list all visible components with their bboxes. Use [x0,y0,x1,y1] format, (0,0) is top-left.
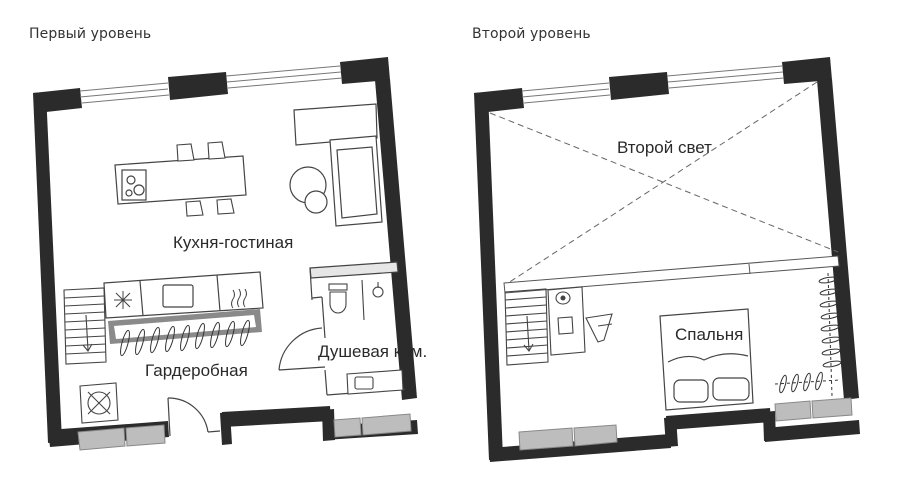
first-level-title: Первый уровень [29,26,152,42]
kitchen-counter [103,271,264,319]
second-level-plan: Второй свет [474,57,860,462]
study-desk [547,286,586,356]
wardrobe-rail [108,309,262,357]
second-light-label: Второй свет [617,138,712,157]
fridge-icon [114,291,132,309]
gallery-railing [503,255,840,294]
bedroom-wardrobe [774,272,842,397]
second-level-windows [521,65,785,104]
first-level-plan: Кухня-гостиная [33,57,427,451]
first-level-windows [79,65,343,104]
dining-table [114,155,247,205]
bathroom-door [278,327,326,371]
bedroom-label: Спальня [675,325,743,344]
shower-sink-icon [361,279,384,321]
sofa [293,103,383,227]
coffee-table [289,166,328,214]
wardrobe-room-label: Гардеробная [145,361,248,380]
second-level-walls [474,57,860,462]
bathroom-vanity [346,369,404,395]
first-level-stairs [63,287,107,365]
entrance-door [167,397,221,437]
oven-icon [231,288,247,309]
desk-lamp-icon [585,313,613,343]
dining-chairs [176,141,235,217]
second-level-title: Второй уровень [472,26,591,42]
toilet-icon [328,283,348,314]
kitchen-living-label: Кухня-гостиная [173,233,293,252]
shower-room-label: Душевая ком. [318,342,427,361]
first-level-bottom-windows [77,413,412,451]
bed [659,308,754,411]
second-light-void [489,81,839,286]
ventilation-unit-icon [79,382,119,424]
second-level-stairs [504,288,549,366]
second-level-bottom-windows [518,397,853,451]
